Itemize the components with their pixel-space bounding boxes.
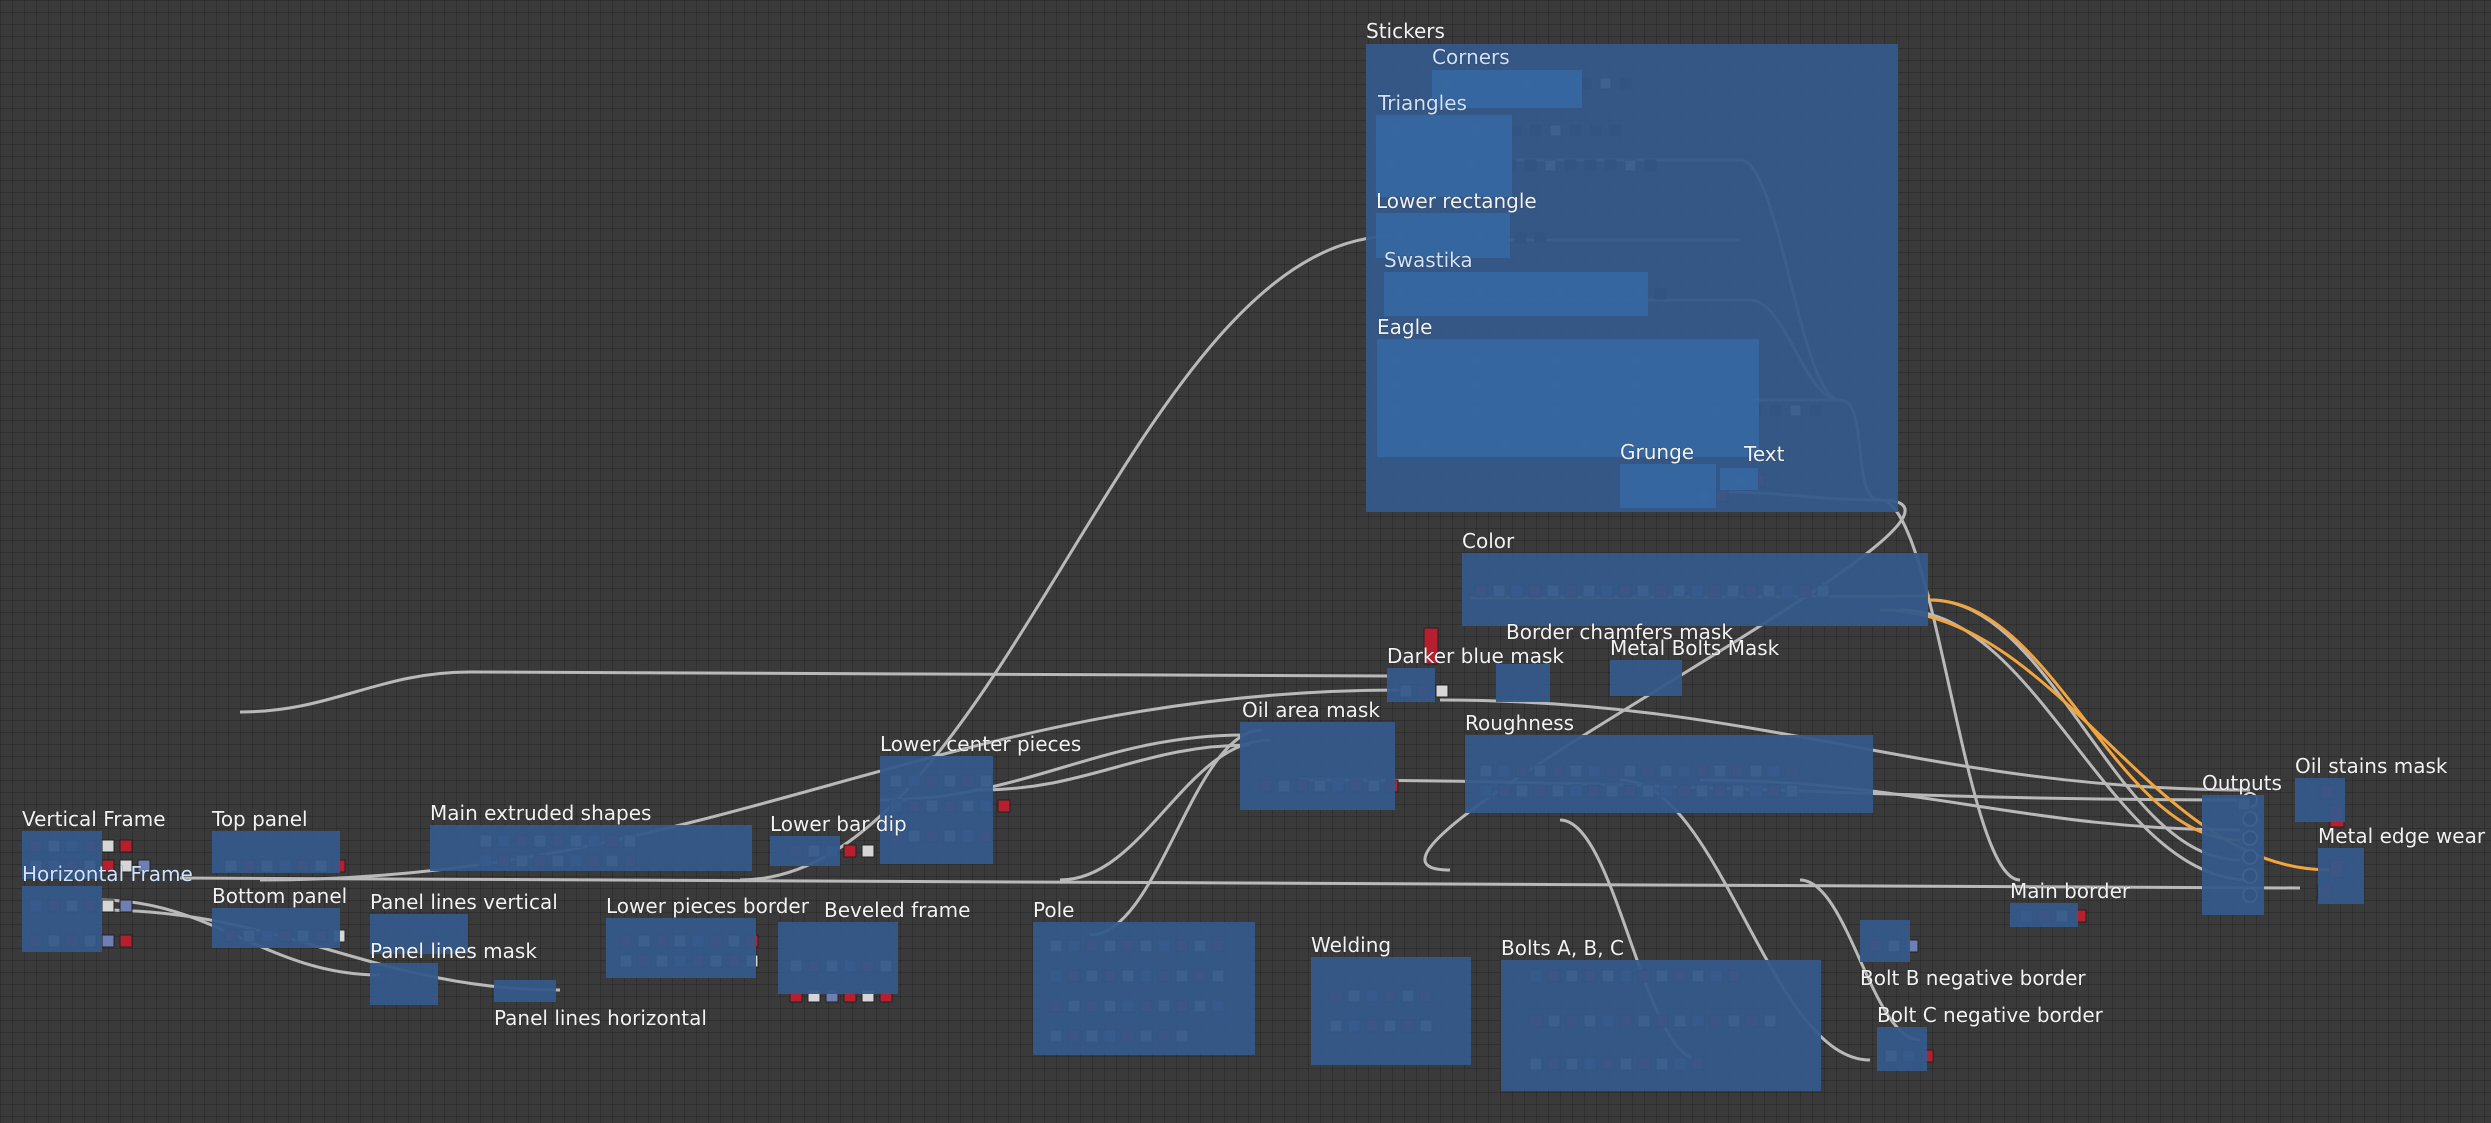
- frame-title-beveled-frame: Beveled frame: [824, 898, 971, 922]
- frame-color[interactable]: [1462, 553, 1928, 626]
- frame-lower-rectangle[interactable]: [1376, 213, 1510, 258]
- wire: [1089, 728, 1263, 937]
- frame-outputs[interactable]: [2202, 795, 2264, 915]
- graph-node[interactable]: [101, 839, 115, 853]
- frame-title-welding: Welding: [1311, 933, 1392, 957]
- frame-triangles[interactable]: [1376, 115, 1512, 197]
- frame-title-darker-blue-mask: Darker blue mask: [1387, 644, 1564, 668]
- frame-top-panel[interactable]: [212, 831, 340, 873]
- frame-metal-edge-wear[interactable]: [2318, 848, 2364, 904]
- graph-node[interactable]: [1435, 684, 1449, 698]
- frame-corners[interactable]: [1432, 70, 1582, 108]
- frame-title-text: Text: [1744, 442, 1785, 466]
- frame-roughness[interactable]: [1465, 735, 1873, 813]
- frame-title-panel-lines-mask: Panel lines mask: [370, 939, 537, 963]
- frame-title-bolt-c-negative-border: Bolt C negative border: [1877, 1003, 2103, 1027]
- graph-node[interactable]: [119, 899, 133, 913]
- frame-bolts-abc[interactable]: [1501, 960, 1821, 1091]
- graph-node[interactable]: [1423, 627, 1439, 665]
- wire: [1059, 738, 1271, 882]
- frame-title-pole: Pole: [1033, 898, 1075, 922]
- frame-metal-bolts-mask[interactable]: [1610, 660, 1682, 696]
- frame-title-color: Color: [1462, 529, 1515, 553]
- frame-vertical-frame[interactable]: [22, 831, 102, 879]
- wire: [1899, 608, 2251, 882]
- frame-main-border[interactable]: [2010, 903, 2078, 927]
- frame-welding[interactable]: [1311, 957, 1471, 1065]
- graph-node[interactable]: [997, 799, 1011, 813]
- frame-title-vertical-frame: Vertical Frame: [22, 807, 166, 831]
- graph-node[interactable]: [843, 844, 857, 858]
- frame-main-extruded-shapes[interactable]: [430, 825, 752, 871]
- frame-beveled-frame[interactable]: [778, 922, 898, 994]
- wire: [469, 670, 1391, 678]
- graph-node[interactable]: [119, 839, 133, 853]
- frame-title-lower-bar-dip: Lower bar dip: [770, 812, 907, 836]
- graph-node[interactable]: [101, 934, 115, 948]
- graph-node[interactable]: [101, 899, 115, 913]
- frame-swastika[interactable]: [1384, 272, 1648, 316]
- frame-horizontal-frame[interactable]: [22, 886, 102, 952]
- frame-title-horizontal-frame: Horizontal Frame: [22, 862, 193, 886]
- frame-title-roughness: Roughness: [1465, 711, 1575, 735]
- frame-grunge[interactable]: [1620, 464, 1716, 508]
- frame-title-corners: Corners: [1432, 45, 1510, 69]
- graph-node[interactable]: [861, 844, 875, 858]
- wire: [99, 908, 561, 992]
- frame-title-grunge: Grunge: [1620, 440, 1695, 464]
- frame-title-lower-center-pieces: Lower center pieces: [880, 732, 1082, 756]
- frame-bolt-b-negative-border[interactable]: [1860, 920, 1910, 962]
- frame-title-oil-area-mask: Oil area mask: [1242, 698, 1380, 722]
- frame-title-bottom-panel: Bottom panel: [212, 884, 348, 908]
- frame-darker-blue-mask[interactable]: [1387, 668, 1435, 702]
- frame-panel-lines-mask[interactable]: [370, 963, 438, 1005]
- frame-title-bolts-abc: Bolts A, B, C: [1501, 936, 1624, 960]
- frame-panel-lines-vertical[interactable]: [370, 914, 468, 954]
- frame-title-bolt-b-negative-border: Bolt B negative border: [1860, 966, 2086, 990]
- frame-title-main-extruded-shapes: Main extruded shapes: [430, 801, 652, 825]
- frame-oil-stains-mask[interactable]: [2295, 778, 2345, 822]
- graph-node[interactable]: [119, 934, 133, 948]
- wire: [179, 876, 2301, 890]
- frame-bottom-panel[interactable]: [212, 908, 340, 948]
- wire: [239, 670, 471, 714]
- graph-node[interactable]: [137, 859, 151, 873]
- wire: [739, 234, 1396, 882]
- frame-title-lower-pieces-border: Lower pieces border: [606, 894, 809, 918]
- frame-title-border-chamfers-mask: Border chamfers mask: [1506, 620, 1733, 644]
- frame-title-oil-stains-mask: Oil stains mask: [2295, 754, 2448, 778]
- frame-title-panel-lines-vertical: Panel lines vertical: [370, 890, 558, 914]
- frame-title-metal-edge-wear: Metal edge wear: [2318, 824, 2486, 848]
- frame-lower-bar-dip[interactable]: [770, 836, 840, 866]
- frame-title-main-border: Main border: [2010, 879, 2131, 903]
- frame-bolt-c-negative-border[interactable]: [1877, 1027, 1927, 1071]
- frame-panel-lines-horizontal[interactable]: [494, 980, 556, 1002]
- frame-title-metal-bolts-mask: Metal Bolts Mask: [1610, 636, 1780, 660]
- graph-node[interactable]: [119, 859, 133, 873]
- frame-title-outputs: Outputs: [2202, 771, 2282, 795]
- wire: [1879, 498, 2021, 882]
- graph-node[interactable]: [101, 859, 115, 873]
- frame-text[interactable]: [1720, 468, 1758, 490]
- frame-border-chamfers-mask[interactable]: [1496, 664, 1550, 702]
- frame-title-panel-lines-horizontal: Panel lines horizontal: [494, 1006, 707, 1030]
- frame-title-swastika: Swastika: [1384, 248, 1473, 272]
- frame-lower-pieces-border[interactable]: [606, 918, 756, 978]
- frame-oil-area-mask[interactable]: [1240, 722, 1395, 810]
- frame-lower-center-pieces[interactable]: [880, 756, 993, 864]
- wire: [979, 743, 1251, 792]
- frame-title-eagle: Eagle: [1377, 315, 1433, 339]
- frame-pole[interactable]: [1033, 922, 1255, 1055]
- frame-title-lower-rectangle: Lower rectangle: [1376, 189, 1537, 213]
- frame-title-stickers: Stickers: [1366, 19, 1445, 43]
- frame-title-top-panel: Top panel: [212, 807, 308, 831]
- frame-title-triangles: Triangles: [1378, 91, 1467, 115]
- frame-eagle[interactable]: [1377, 339, 1759, 457]
